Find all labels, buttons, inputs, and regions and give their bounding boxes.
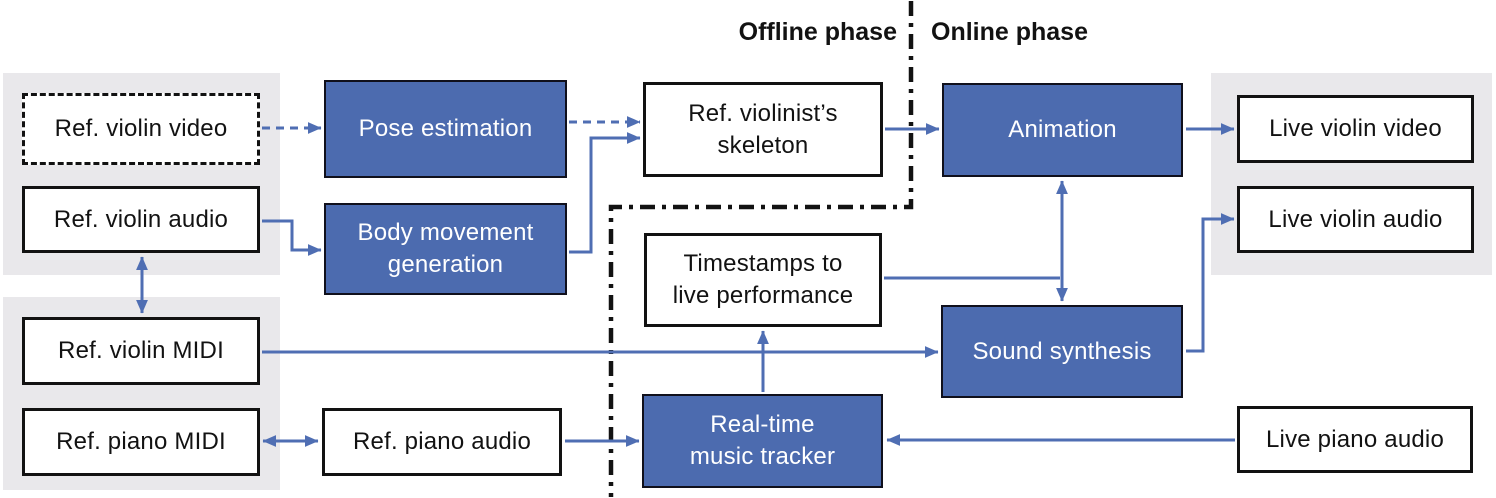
node-label: Real-time music tracker	[689, 411, 836, 470]
node-label: Sound synthesis	[972, 337, 1152, 365]
node-ref-violin-midi: Ref. violin MIDI	[22, 317, 260, 385]
node-label: Pose estimation	[358, 115, 533, 142]
node-label: Ref. violin video	[54, 115, 228, 142]
node-label: Ref. piano MIDI	[56, 428, 226, 455]
edge-audio-to-body-movement	[262, 219, 322, 256]
node-ref-piano-midi: Ref. piano MIDI	[22, 408, 260, 476]
node-live-violin-audio: Live violin audio	[1237, 186, 1474, 253]
edge-body-movement-to-skeleton	[569, 132, 641, 254]
node-sound-synthesis: Sound synthesis	[941, 305, 1183, 398]
node-timestamps-to-live-performance: Timestamps to live performance	[644, 233, 882, 327]
node-real-time-music-tracker: Real-time music tracker	[642, 394, 883, 488]
node-label: Timestamps to live performance	[672, 250, 854, 309]
edge-sound-synthesis-to-live-violin-audio	[1186, 213, 1235, 353]
node-label: Live violin video	[1269, 115, 1442, 142]
node-label: Ref. violinist’s skeleton	[688, 99, 838, 159]
online-phase-label: Online phase	[931, 18, 1088, 46]
offline-phase-label: Offline phase	[738, 18, 897, 46]
node-animation: Animation	[942, 83, 1183, 177]
node-ref-violinists-skeleton: Ref. violinist’s skeleton	[643, 82, 883, 177]
node-live-violin-video: Live violin video	[1237, 95, 1474, 163]
node-ref-piano-audio: Ref. piano audio	[322, 408, 562, 476]
node-pose-estimation: Pose estimation	[324, 80, 567, 178]
node-label: Animation	[1008, 116, 1117, 143]
node-label: Live piano audio	[1265, 425, 1444, 453]
node-body-movement-generation: Body movement generation	[324, 203, 567, 295]
node-label: Ref. violin audio	[53, 205, 229, 233]
node-label: Ref. piano audio	[353, 428, 531, 455]
node-live-piano-audio: Live piano audio	[1237, 406, 1473, 473]
node-label: Live violin audio	[1268, 205, 1443, 233]
node-ref-violin-audio: Ref. violin audio	[22, 186, 260, 253]
node-label: Body movement generation	[357, 219, 534, 278]
node-ref-violin-video: Ref. violin video	[22, 93, 260, 165]
node-label: Ref. violin MIDI	[58, 337, 224, 364]
